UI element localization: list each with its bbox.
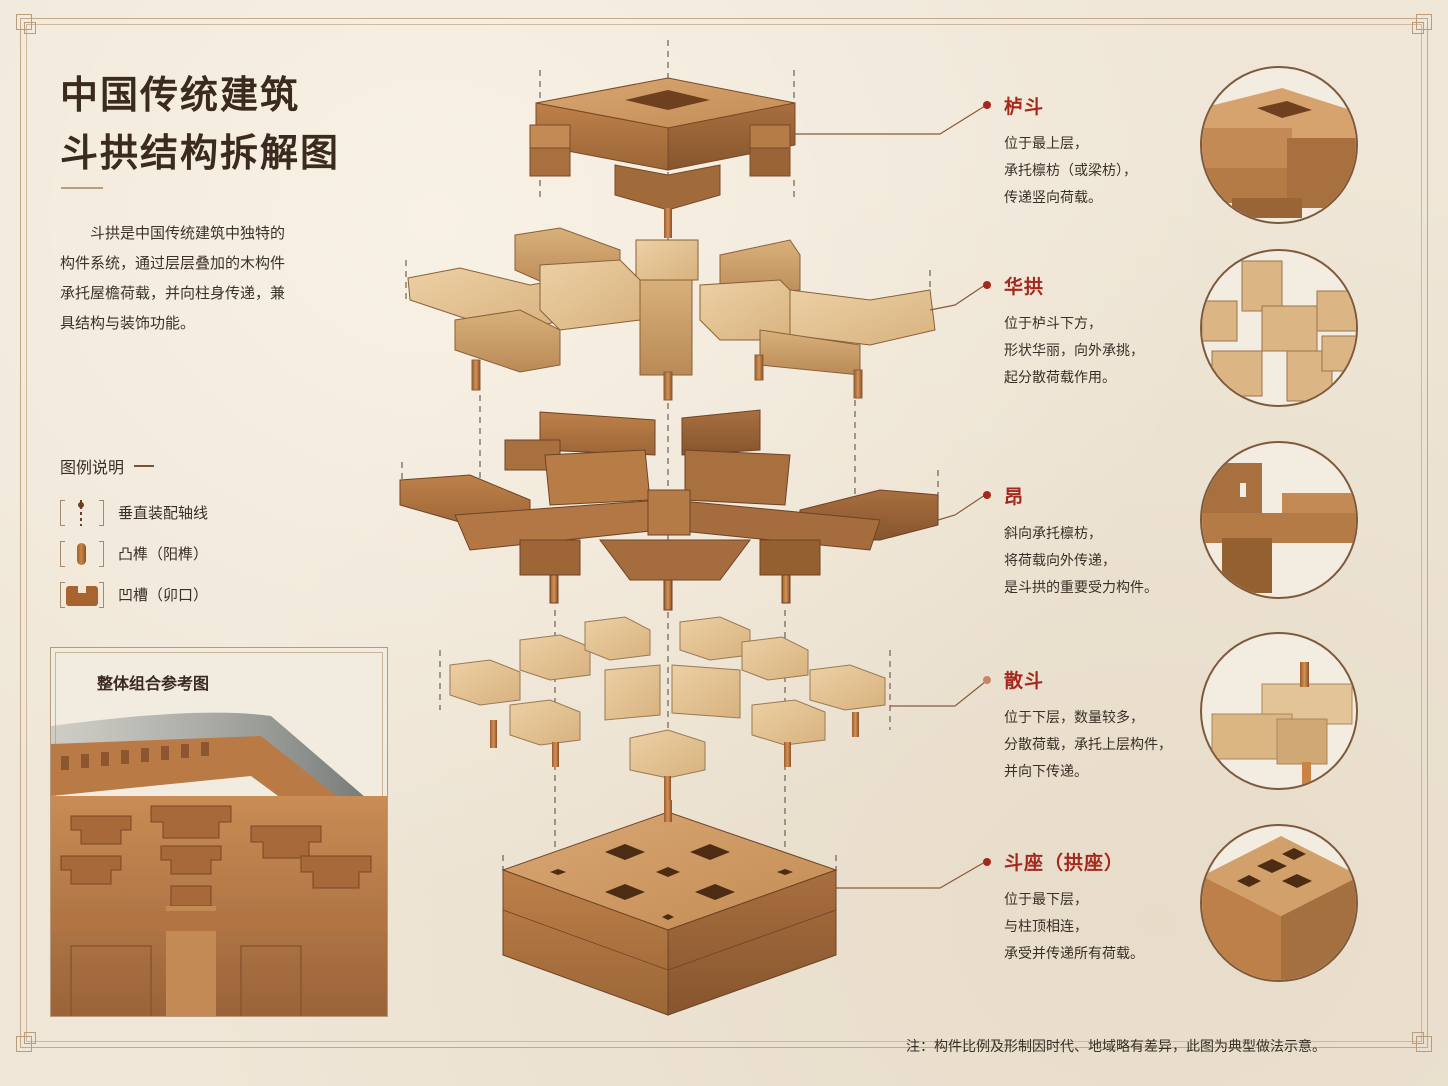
component-desc-line: 形状华丽，向外承挑， [1004,343,1144,359]
callout-huagong: 华拱 位于栌斗下方， 形状华丽，向外承挑， 起分散荷载作用。 [1004,272,1194,392]
corner-ornament [1406,1026,1432,1052]
callout-ludou: 栌斗 位于最上层， 承托檩枋（或梁枋）， 传递竖向荷载。 [1004,92,1194,212]
component-desc-line: 并向下传递。 [1004,764,1088,780]
component-desc-line: 位于最上层， [1004,136,1088,152]
component-desc-line: 斜向承托檩枋， [1004,526,1102,542]
component-desc-line: 承托檩枋（或梁枋）， [1004,163,1137,179]
title-line-2: 斗拱结构拆解图 [60,130,341,175]
tenon-icon [60,539,104,569]
reference-panel: 整体组合参考图 [50,647,388,1017]
component-desc-line: 是斗拱的重要受力构件。 [1004,580,1158,596]
ludou-block [529,77,796,238]
ang-layer [399,409,939,611]
legend-item-axis: 垂直装配轴线 [60,492,208,533]
detail-thumb-ang [1200,441,1358,599]
dash-icon [134,465,155,467]
component-desc-line: 起分散荷载作用。 [1004,370,1116,386]
title-divider [61,187,103,189]
detail-thumb-huagong [1200,249,1358,407]
corner-ornament [16,14,42,40]
legend-item-mortise: 凹槽（卯口） [60,574,208,615]
callout-ang: 昂 斜向承托檩枋， 将荷载向外传递， 是斗拱的重要受力构件。 [1004,482,1194,602]
huagong-layer [407,227,936,401]
assembled-dougong-photo [51,712,387,1016]
callout-douzuo: 斗座（拱座） 位于最下层， 与柱顶相连， 承受并传递所有荷载。 [1004,848,1194,968]
legend-label: 凹槽（卯口） [118,586,209,604]
detail-thumb-sandou [1200,632,1358,790]
callout-sandou: 散斗 位于下层，数量较多， 分散荷载，承托上层构件， 并向下传递。 [1004,666,1194,786]
corner-ornament [1406,14,1432,40]
legend-title: 图例说明 [60,454,208,478]
vertical-axis-icon [60,498,104,528]
component-desc-line: 将荷载向外传递， [1004,553,1116,569]
component-name: 斗座（拱座） [1004,852,1125,874]
intro-paragraph: 斗拱是中国传统建筑中独特的构件系统，通过层层叠加的木构件承托屋檐荷载，并向柱身传… [60,224,286,332]
sandou-layer [449,616,886,804]
component-desc-line: 传递竖向荷载。 [1004,190,1102,206]
component-desc-line: 承受并传递所有荷载。 [1004,946,1144,962]
component-desc-line: 位于最下层， [1004,892,1088,908]
component-name: 华拱 [1004,276,1045,298]
legend: 图例说明 垂直装配轴线 凸榫（阳榫） 凹槽（卯口） [60,454,208,615]
legend-item-tenon: 凸榫（阳榫） [60,533,208,574]
footer-note: 注：构件比例及形制因时代、地域略有差异，此图为典型做法示意。 [906,1039,1326,1055]
title-line-1: 中国传统建筑 [60,72,301,117]
exploded-dougong-diagram [399,40,939,1016]
component-name: 散斗 [1004,670,1045,692]
component-name: 昂 [1004,486,1025,508]
detail-thumb-douzuo [1200,824,1358,982]
detail-thumb-ludou [1200,66,1358,224]
component-desc-line: 与柱顶相连， [1004,919,1088,935]
component-desc-line: 分散荷载，承托上层构件， [1004,737,1172,753]
legend-label: 垂直装配轴线 [118,504,209,522]
legend-label: 凸榫（阳榫） [118,545,209,563]
component-desc-line: 位于下层，数量较多， [1004,710,1144,726]
component-name: 栌斗 [1004,96,1045,118]
mortise-icon [60,580,104,610]
corner-ornament [16,1026,42,1052]
page-title: 中国传统建筑 斗拱结构拆解图 [60,66,340,182]
component-desc-line: 位于栌斗下方， [1004,316,1102,332]
base-block [501,800,838,1016]
reference-title: 整体组合参考图 [97,674,210,693]
